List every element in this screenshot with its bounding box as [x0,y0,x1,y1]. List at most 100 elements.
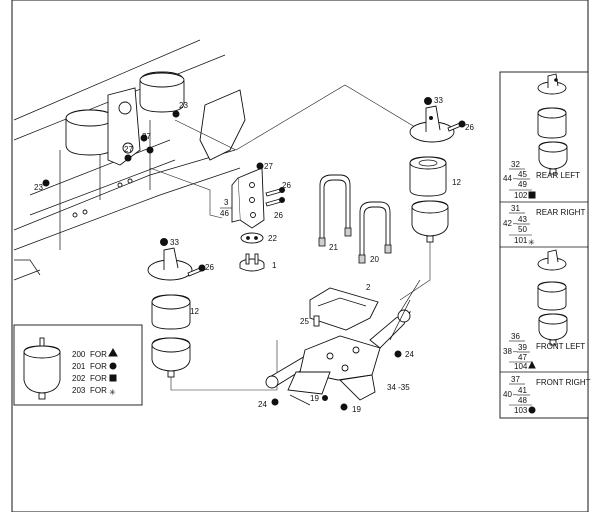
front-left-num2: 47 [518,353,527,362]
front-left-num1: 39 [518,343,527,352]
nut-27-bracket [256,162,264,170]
nut-33-right [424,97,432,105]
washer-19-a [322,395,328,401]
rear-left-left-code: 44 [503,174,512,183]
callout-27-a: 27 [142,132,151,141]
bolt-25 [313,315,320,327]
air-spring-12-left [151,294,191,330]
callout-33-left: 33 [170,238,179,247]
legend-code-203: 203 [72,386,86,395]
dash-separator: – [513,347,518,356]
callout-46: 46 [220,209,229,218]
frame-suspension-link [107,87,141,166]
legend-code-202: 202 [72,374,86,383]
front-left-label: FRONT LEFT [536,342,585,351]
callout-19-a: 19 [310,394,319,403]
legend-code-200: 200 [72,350,86,359]
callout-labels: 23 23 27 27 27 33 33 26 26 26 26 12 12 3… [34,96,474,414]
legend-for-200: FOR [90,350,107,359]
leader-line-upper [174,84,421,151]
legend-for-202: FOR [90,374,107,383]
top-plate-left [147,247,193,281]
top-plate-right [409,105,455,143]
callout-26-bracket-a: 26 [282,181,291,190]
leader-line-bracket [149,167,223,219]
nut-24-left [271,398,279,406]
rear-left-top-code: 32 [511,160,520,169]
rear-left-bottom-code: 102 [514,191,528,200]
legend-for-203: FOR [90,386,107,395]
rear-left-num2: 49 [518,180,527,189]
leader-line-left [170,340,278,391]
callout-23-upper: 23 [179,101,188,110]
plate-1 [239,253,265,272]
tie-rods [389,279,421,341]
front-right-left-code: 40 [503,390,512,399]
legend-code-201: 201 [72,362,86,371]
legend-for-201: FOR [90,362,107,371]
u-bolt-20 [358,201,392,264]
rear-left-num1: 45 [518,170,527,179]
rear-right-bottom-code: 101 [514,236,528,245]
bolt-27-a [140,134,148,142]
front-left-bottom-code: 104 [514,362,528,371]
nut-24-right [394,350,402,358]
front-right-label: FRONT RIGHT [536,378,591,387]
triangle-icon [528,360,536,369]
asterisk-icon: ✳ [528,238,535,247]
rear-right-num2: 50 [518,225,527,234]
washer-19-b [340,403,348,411]
piston-left [151,337,191,378]
callout-25: 25 [300,317,309,326]
spacer-2 [309,287,379,331]
rear-right-left-code: 42 [503,219,512,228]
rear-right-num1: 43 [518,215,527,224]
callout-34-35: 34 -35 [387,383,410,392]
bolt-27-c [146,146,154,154]
front-right-top-code: 37 [511,375,520,384]
callout-20: 20 [370,255,379,264]
front-right-bottom-code: 103 [514,406,528,415]
callout-26-right: 26 [465,123,474,132]
front-left-top-code: 36 [511,332,520,341]
rear-left-label: REAR LEFT [536,171,580,180]
callout-27-c: 27 [264,162,273,171]
dash-separator: – [513,390,518,399]
circle-icon [109,362,117,370]
callout-26-left: 26 [205,263,214,272]
callout-3: 3 [224,198,229,207]
callout-12-left: 12 [190,307,199,316]
front-air-spring-drawing [537,249,568,346]
bolt-26-left [187,264,206,277]
callout-22: 22 [268,234,277,243]
callout-33-right: 33 [434,96,443,105]
callout-21: 21 [329,243,338,252]
rear-air-spring-drawing [537,73,568,175]
front-right-num2: 48 [518,396,527,405]
asterisk-icon: ✳ [109,388,116,397]
frame-air-bag-rear [139,71,185,113]
bracket-3-46 [231,167,265,229]
nut-33-left [160,238,168,246]
callout-26-bracket-b: 26 [274,211,283,220]
callout-24-left: 24 [258,400,267,409]
front-left-left-code: 38 [503,347,512,356]
bolt-26-right [447,120,466,132]
bolts-26-bracket [265,187,285,207]
dash-separator: – [513,219,518,228]
triangle-icon [108,347,118,357]
front-right-num1: 41 [518,386,527,395]
square-icon [528,191,536,199]
callout-12-right: 12 [452,178,461,187]
nut-23-left [42,179,50,187]
air-spring-12-right [409,156,447,197]
u-bolt-21 [318,174,352,247]
legend-air-spring-icon [23,337,61,400]
washer-22 [240,232,264,244]
variant-legend: 200 FOR 201 FOR 202 FOR 203 FOR ✳ [13,324,143,406]
axle-bracket-assembly [265,309,411,406]
callout-23-left: 23 [34,183,43,192]
callout-24-right: 24 [405,350,414,359]
